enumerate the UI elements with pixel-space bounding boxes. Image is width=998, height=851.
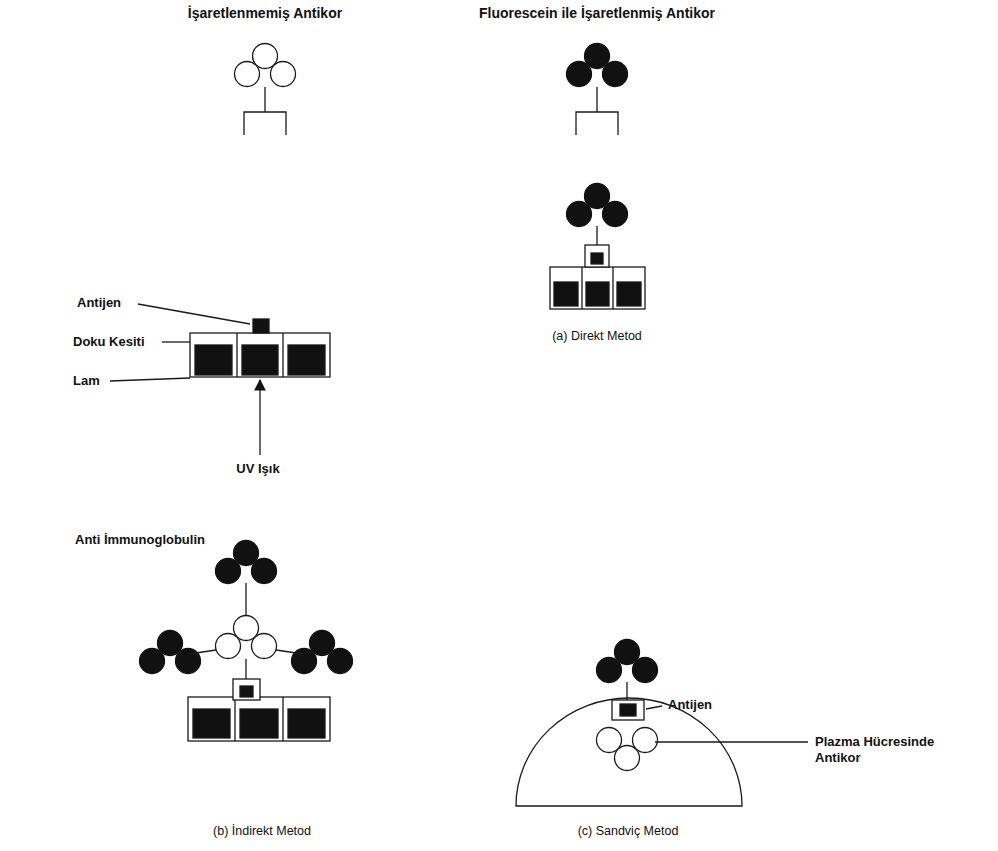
antibody-stem [596,87,597,112]
antibody-symbol [140,631,201,674]
divider [282,333,283,377]
plasma-cell [516,698,742,806]
tissue-block [193,709,230,738]
leader-line [655,741,808,742]
leader-line [646,706,662,709]
slide [550,267,645,309]
part-label: Antijen [668,697,712,713]
tissue-block [240,709,278,738]
divider [612,267,613,309]
antibody-stem [245,659,246,679]
antibody-symbol [567,44,628,87]
antibody-stem [189,650,216,654]
antibody-stem [245,583,246,616]
part-label: Doku Kesiti [73,334,145,350]
antigen [591,253,603,264]
tissue-block [554,282,578,306]
tissue-block [586,282,609,306]
slide [188,697,330,741]
method-caption: (c) Sandviç Metod [578,823,679,839]
divider [282,697,283,741]
antibody-symbol [567,184,628,227]
antigen [253,319,269,333]
divider [236,333,237,377]
antibody-stem [626,682,627,700]
antibody-symbol [235,44,296,87]
part-label: Antijen [77,295,121,311]
antibody-base [576,112,618,135]
antigen-box [233,679,260,700]
antibody-stem [264,87,265,112]
antigen [620,704,636,716]
part-label: Plazma Hücresinde Antikor [815,734,965,766]
antigen-box [612,700,644,720]
divider [581,267,582,309]
slide [190,333,330,377]
antigen [240,686,253,697]
method-caption: (a) Direkt Metod [552,328,642,344]
tissue-block [617,282,641,306]
legend-heading: İşaretlenmemiş Antikor [188,5,342,21]
part-label: Anti İmmunoglobulin [75,532,205,548]
leader-line [138,304,250,324]
part-label: Lam [73,373,100,389]
tissue-block [242,345,278,375]
leader-line [162,341,190,342]
tissue-block [195,345,232,375]
antibody-stem [276,650,303,654]
legend-heading: Fluorescein ile İşaretlenmiş Antikor [479,5,715,21]
part-label: UV Işık [236,461,279,477]
antigen-box [585,245,609,267]
antibody-symbol [597,728,658,771]
divider [234,697,235,741]
method-caption: (b) İndirekt Metod [213,823,311,839]
tissue-block [288,345,325,375]
uv-arrow [259,380,260,455]
tissue-block [288,709,325,738]
antibody-symbol [597,640,658,683]
antibody-stem [596,226,597,245]
antibody-symbol [216,541,277,584]
antibody-symbol [216,616,277,659]
antibody-symbol [292,631,353,674]
antibody-base [244,112,286,135]
leader-line [110,378,190,381]
